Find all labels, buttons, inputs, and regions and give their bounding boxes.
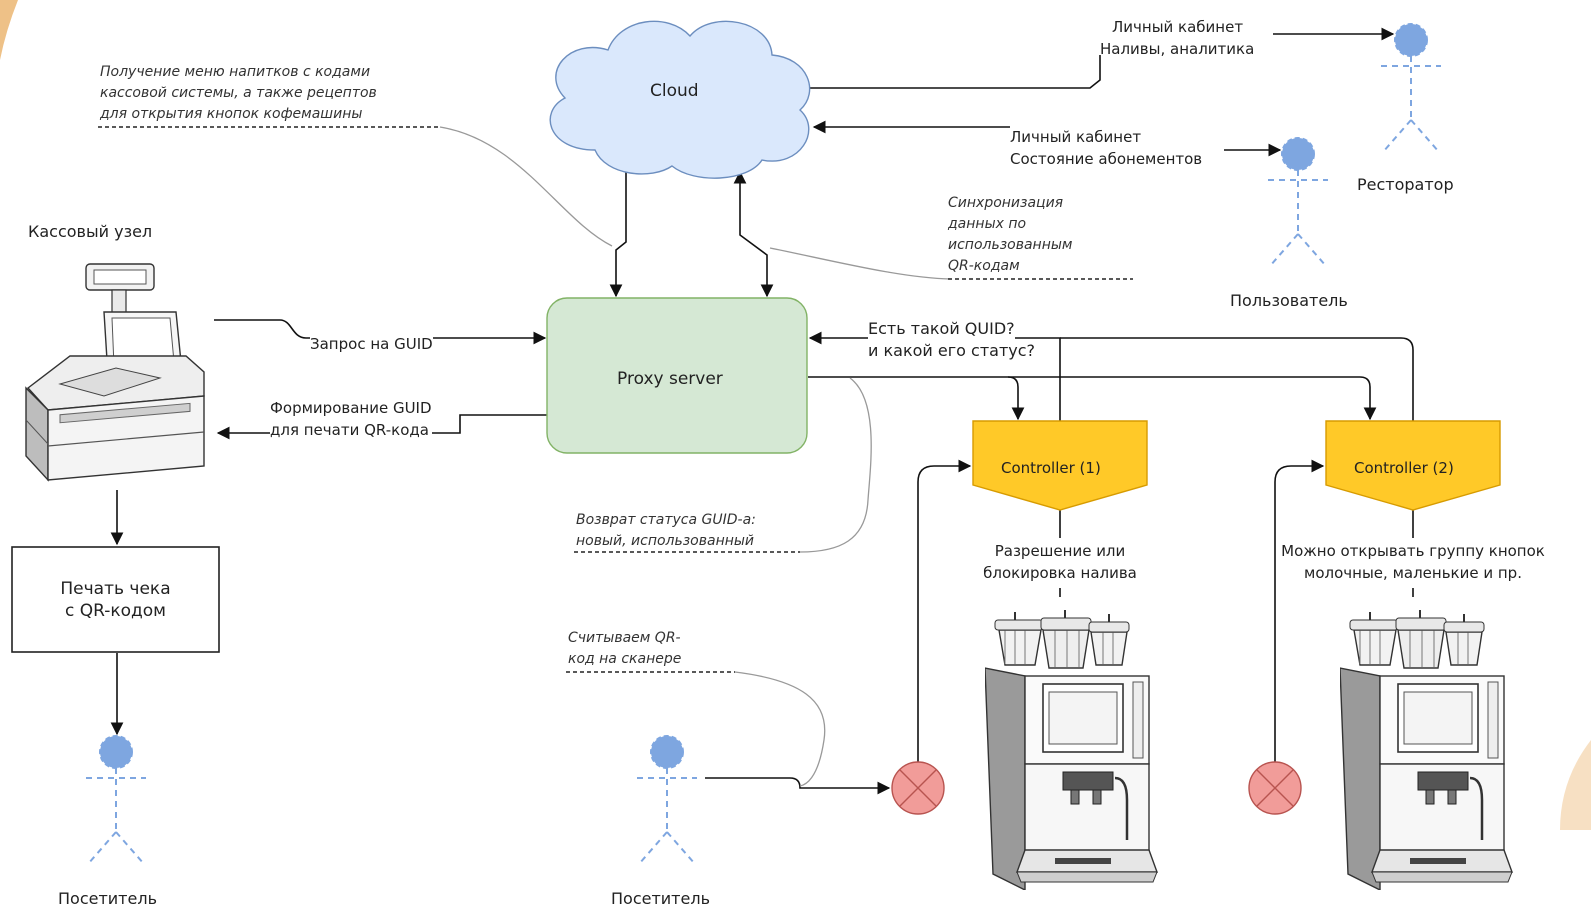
edge-visitor-scan	[705, 777, 891, 795]
edge-menu-note	[439, 126, 613, 247]
print-receipt-line1: Печать чека	[60, 579, 171, 599]
cabinet-user-line1: Личный кабинет	[1010, 128, 1142, 146]
stop-marker-2	[1248, 761, 1302, 815]
actor-user-icon	[1268, 137, 1328, 267]
menu-note: Получение меню напитков с кодами кассово…	[100, 62, 377, 125]
edge-stop2-controller2	[1274, 459, 1325, 762]
cashier-node-label: Кассовый узел	[28, 222, 153, 241]
edge-sync-note	[769, 247, 951, 280]
edge-scan-note	[734, 671, 826, 787]
print-receipt-box	[11, 546, 220, 653]
controller1-action-label: Разрешение или блокировка налива	[960, 540, 1160, 584]
decorative-corner-top-left	[0, 0, 18, 60]
menu-note-line1: Получение меню напитков с кодами	[100, 64, 371, 80]
coffee-machine-1-icon	[985, 610, 1159, 890]
decorative-corner-bottom-right	[1560, 740, 1591, 830]
actor-visitor-center-icon	[637, 735, 697, 865]
restaurateur-label: Ресторатор	[1357, 175, 1454, 194]
visitor-center-label: Посетитель	[611, 889, 710, 908]
controller-1-node	[972, 420, 1148, 511]
cabinet-restaurateur-line2: Наливы, аналитика	[1100, 40, 1255, 58]
menu-note-line2: кассовой системы, а также рецептов	[100, 85, 377, 101]
cloud-label: Cloud	[650, 81, 699, 101]
print-receipt-line2: с QR-кодом	[64, 601, 167, 621]
guid-check-line1: Есть такой QUID?	[868, 318, 1015, 340]
scan-note: Считываем QR- код на сканере	[568, 628, 681, 670]
edge-controller2-proxy	[1060, 337, 1414, 421]
sync-note-line4: QR-кодам	[948, 258, 1020, 274]
cabinet-user-line2: Состояние абонементов	[1010, 150, 1203, 168]
guid-forming-line2: для печати QR-кода	[270, 421, 429, 439]
sync-note-line1: Синхронизация	[948, 195, 1064, 211]
stop-marker-1	[891, 761, 945, 815]
cash-register-icon	[25, 263, 205, 482]
menu-note-line3: для открытия кнопок кофемашины	[100, 106, 363, 122]
controller2-action-line1: Можно открывать группу кнопок	[1281, 542, 1545, 560]
cabinet-user-label: Личный кабинет Состояние абонементов	[1010, 126, 1202, 170]
guid-forming-line1: Формирование GUID	[270, 399, 432, 417]
guid-check-line2: и какой его статус?	[868, 340, 1036, 362]
edge-proxy-controller1	[808, 376, 1025, 421]
sync-note-line3: использованным	[948, 237, 1073, 253]
sync-note: Синхронизация данных по использованным Q…	[948, 193, 1072, 277]
guid-status-note-line2: новый, использованный	[576, 533, 755, 549]
guid-status-note-line1: Возврат статуса GUID-а:	[576, 512, 756, 528]
actor-visitor-left-icon	[86, 735, 146, 865]
controller1-action-line1: Разрешение или	[994, 542, 1126, 560]
guid-forming-label: Формирование GUID для печати QR-кода	[270, 397, 432, 441]
proxy-server-node	[546, 297, 808, 454]
cloud-node	[549, 20, 811, 179]
scan-note-line2: код на сканере	[568, 651, 682, 667]
controller-2-label: Controller (2)	[1354, 459, 1454, 477]
edge-guid-status-note	[799, 377, 872, 553]
user-label: Пользователь	[1230, 291, 1348, 310]
actor-restaurateur-icon	[1381, 23, 1441, 153]
controller1-action-line2: блокировка налива	[983, 564, 1137, 582]
guid-status-note: Возврат статуса GUID-а: новый, использов…	[576, 510, 756, 552]
guid-request-label: Запрос на GUID	[310, 333, 433, 355]
controller2-action-label: Можно открывать группу кнопок молочные, …	[1263, 540, 1563, 584]
sync-note-line2: данных по	[948, 216, 1027, 232]
coffee-machine-2-icon	[1340, 610, 1514, 890]
edge-proxy-cloud-sync	[733, 170, 774, 298]
controller-2-node	[1325, 420, 1501, 511]
cabinet-restaurateur-line1: Личный кабинет	[1112, 18, 1244, 36]
edge-stop1-controller1	[917, 459, 972, 762]
print-receipt-label: Печать чека с QR-кодом	[12, 578, 219, 622]
edge-cloud-to-proxy	[609, 155, 627, 298]
controller2-action-line2: молочные, маленькие и пр.	[1304, 564, 1522, 582]
visitor-left-label: Посетитель	[58, 889, 157, 908]
edge-proxy-controller2	[1008, 376, 1377, 421]
edge-register-proxy	[214, 319, 547, 345]
edge-restaurateur-cloud	[788, 55, 1101, 95]
proxy-server-label: Proxy server	[617, 369, 723, 389]
scan-note-line1: Считываем QR-	[568, 630, 681, 646]
guid-check-label: Есть такой QUID? и какой его статус?	[868, 318, 1036, 362]
cabinet-restaurateur-label: Личный кабинет Наливы, аналитика	[1100, 16, 1254, 60]
controller-1-label: Controller (1)	[1001, 459, 1101, 477]
